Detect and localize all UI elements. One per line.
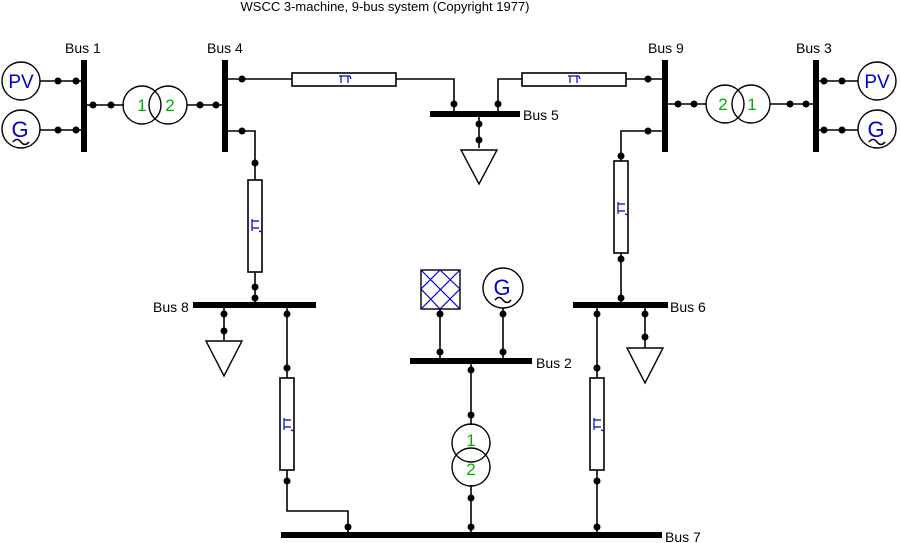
generator-text: G: [493, 275, 510, 300]
pi-line-icon: [283, 418, 295, 432]
bus-3-label: Bus 3: [796, 40, 832, 56]
transformer-winding-icon: [451, 423, 491, 463]
winding-1-label: 1: [747, 95, 756, 114]
bus-3-pv-source[interactable]: PV: [857, 61, 897, 101]
bus-5-label: Bus 5: [523, 107, 559, 123]
diagram-title: WSCC 3-machine, 9-bus system (Copyright …: [241, 0, 530, 14]
line-bus4-bus8[interactable]: [247, 179, 263, 273]
bus-1-generator[interactable]: G: [1, 109, 41, 149]
winding-1-label: 1: [466, 431, 475, 450]
transformer-bus2-bus7[interactable]: 1 2: [451, 423, 491, 487]
transformer-winding-icon: [705, 84, 745, 124]
generator-icon: [857, 109, 897, 149]
bus-6-label: Bus 6: [670, 299, 706, 315]
load-bus6-icon[interactable]: [625, 347, 665, 385]
pv-text: PV: [864, 72, 890, 93]
bus-1-label: Bus 1: [65, 40, 101, 56]
transformer-winding-icon: [122, 85, 162, 125]
bus-2-generator[interactable]: G: [482, 267, 524, 309]
winding-2-label: 2: [466, 460, 475, 479]
winding-2-label: 2: [718, 95, 727, 114]
load-bus5-icon[interactable]: [459, 149, 499, 186]
pi-line-icon: [617, 202, 629, 216]
load-bus8-icon[interactable]: [204, 340, 244, 378]
line-bus9-bus6[interactable]: [613, 160, 629, 254]
transformer-winding-icon: [451, 447, 491, 487]
pi-line-icon: [593, 418, 605, 432]
bus-7-label: Bus 7: [665, 529, 701, 543]
bus-2-static-device[interactable]: [420, 269, 461, 310]
winding-2-label: 2: [165, 96, 174, 115]
generator-text: G: [867, 117, 884, 142]
bus-8-label: Bus 8: [153, 299, 189, 315]
generator-icon: [1, 109, 41, 149]
generator-text: G: [11, 117, 28, 142]
line-bus8-bus7[interactable]: [279, 377, 295, 471]
pi-line-icon: [339, 75, 352, 83]
bus-3-generator[interactable]: G: [857, 109, 897, 149]
transformer-bus9-bus3[interactable]: 2 1: [705, 84, 771, 124]
bus-4-label: Bus 4: [207, 40, 243, 56]
bus-1-pv-source[interactable]: PV: [1, 61, 41, 101]
pi-line-icon: [251, 219, 263, 233]
winding-1-label: 1: [137, 96, 146, 115]
bus-2-label: Bus 2: [536, 355, 572, 371]
transformer-bus1-bus4[interactable]: 1 2: [122, 85, 188, 125]
pv-text: PV: [8, 72, 34, 93]
line-bus6-bus7[interactable]: [589, 377, 605, 471]
line-bus5-bus9[interactable]: [521, 72, 627, 87]
pi-line-icon: [568, 75, 581, 83]
transformer-winding-icon: [731, 84, 771, 124]
bus-9-label: Bus 9: [648, 40, 684, 56]
line-bus4-bus5[interactable]: [291, 72, 397, 87]
transformer-winding-icon: [148, 85, 188, 125]
